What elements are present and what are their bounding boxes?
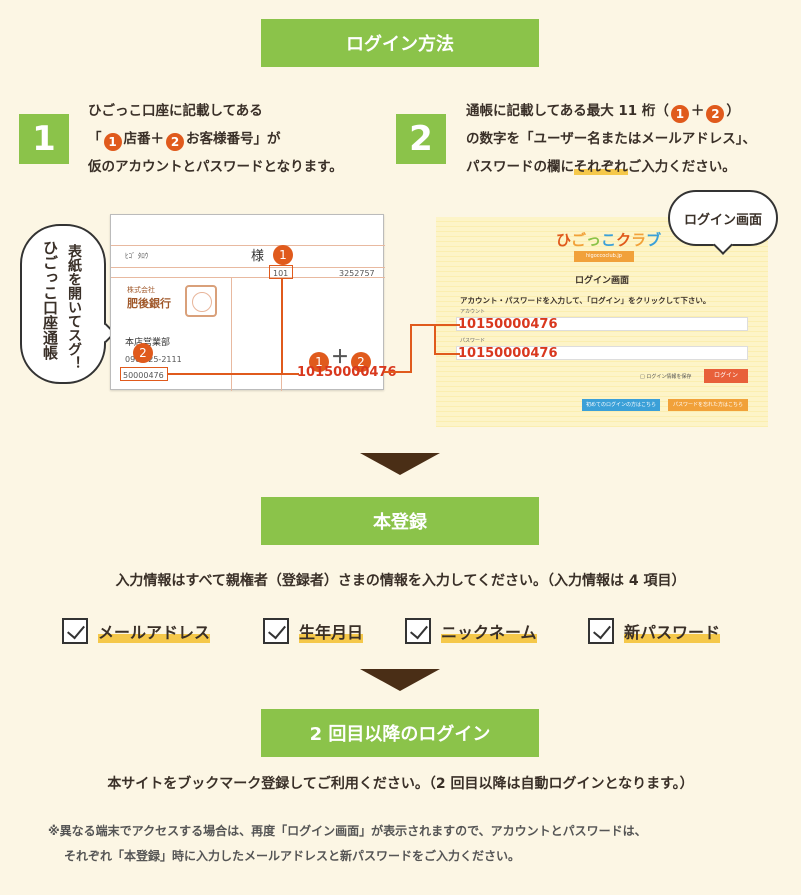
step2-line2: の数字を「ユーザー名またはメールアドレス」、 xyxy=(466,131,756,147)
login-title: ログイン画面 xyxy=(574,276,629,286)
bubble-text-col1: 表紙を開いてスグ！ xyxy=(66,244,82,370)
checklist-label: ニックネーム xyxy=(441,619,537,643)
section-banner-second-login: 2 回目以降のログイン xyxy=(261,709,539,757)
branch-highlight-box xyxy=(269,265,293,279)
circle-number-icon: 1 xyxy=(103,133,122,151)
section-banner-login-method: ログイン方法 xyxy=(261,19,539,67)
section-title: 本登録 xyxy=(373,512,427,533)
password-label: パスワード xyxy=(460,338,486,344)
marker-2-icon: 2 xyxy=(133,343,153,363)
boxed-number: 50000476 xyxy=(123,371,164,380)
first-time-login-button[interactable]: 初めてのログインの方はこちら xyxy=(582,399,660,411)
step2-text: 通帳に記載してある最大 11 桁（1＋2） の数字を「ユーザー名またはメールアド… xyxy=(466,97,756,181)
customer-number-highlight-box xyxy=(120,367,168,381)
bank-seal-icon xyxy=(185,285,217,317)
save-login-checkbox[interactable]: □ ログイン情報を保存 xyxy=(640,374,692,380)
connector-line xyxy=(410,324,412,373)
passbook-image: ﾋｺﾞ ﾀﾛｳ 様 101 3252757 株式会社 肥後銀行 本店営業部 09… xyxy=(110,214,397,391)
step2-line1: 通帳に記載してある最大 11 桁（1＋2） xyxy=(466,103,740,123)
speech-bubble-passbook: 表紙を開いてスグ！ ひごっこ口座通帳 xyxy=(20,224,106,384)
down-arrow-icon xyxy=(360,669,440,691)
second-login-description: 本サイトをブックマーク登録してご利用ください。（2 回目以降は自動ログインとなり… xyxy=(107,776,694,792)
section-title: 2 回目以降のログイン xyxy=(309,724,491,745)
circle-number-icon: 2 xyxy=(166,133,184,151)
account-label: アカウント xyxy=(460,309,486,315)
connector-line xyxy=(384,371,412,373)
step-number-1: 1 xyxy=(19,114,69,164)
step1-line3: 仮のアカウントとパスワードとなります。 xyxy=(88,159,343,175)
checklist-item-new-password: 新パスワード xyxy=(588,618,721,644)
combined-number: 10150000476 xyxy=(297,365,397,380)
bank-sub: 株式会社 xyxy=(127,286,155,294)
branch-number: 101 xyxy=(273,269,289,278)
branch-dept: 本店営業部 xyxy=(125,338,171,348)
login-screen-image: ひごっこクラブ higoccoclub.jp ログイン画面 アカウント・パスワー… xyxy=(436,217,768,427)
step2-line3: パスワードの欄にそれぞれご入力ください。 xyxy=(466,159,736,175)
section-banner-registration: 本登録 xyxy=(261,497,539,545)
account-value: 10150000476 xyxy=(458,317,558,332)
registration-description: 入力情報はすべて親権者（登録者）さまの情報を入力してください。（入力情報は 4 … xyxy=(115,573,686,589)
section-title: ログイン方法 xyxy=(346,34,454,55)
note-line-1: ※異なる端末でアクセスする場合は、再度「ログイン画面」が表示されますので、アカウ… xyxy=(48,824,647,838)
marker-1-icon: 1 xyxy=(273,245,293,265)
phone: 096-325-2111 xyxy=(125,355,182,364)
checkbox-icon xyxy=(263,618,289,644)
checklist-item-email: メールアドレス xyxy=(62,618,211,644)
note-line-2: それぞれ「本登録」時に入力したメールアドレスと新パスワードをご入力ください。 xyxy=(64,849,521,863)
site-logo: ひごっこクラブ xyxy=(556,231,662,249)
highlight-text: それぞれ xyxy=(573,159,628,175)
password-value: 10150000476 xyxy=(458,346,558,361)
checklist-label: メールアドレス xyxy=(98,619,211,643)
account-number: 3252757 xyxy=(339,269,375,278)
marker-2-icon: 2 xyxy=(351,352,371,372)
account-holder: ﾋｺﾞ ﾀﾛｳ xyxy=(125,252,149,260)
bubble-login-text: ログイン画面 xyxy=(683,212,762,228)
login-button[interactable]: ログイン xyxy=(704,369,748,383)
bubble-text-col2: ひごっこ口座通帳 xyxy=(41,240,59,360)
checklist-item-birthday: 生年月日 xyxy=(263,618,364,644)
sama-label: 様 xyxy=(251,249,265,264)
checklist-item-nickname: ニックネーム xyxy=(405,618,537,644)
marker-1-icon: 1 xyxy=(309,352,329,372)
step1-line1: ひごっこ口座に記載してある xyxy=(88,103,263,119)
forgot-password-button[interactable]: パスワードを忘れた方はこちら xyxy=(668,399,748,411)
checkbox-icon xyxy=(62,618,88,644)
login-instruction: アカウント・パスワードを入力して、「ログイン」をクリックして下さい。 xyxy=(460,296,711,305)
circle-number-icon: 2 xyxy=(706,105,725,123)
marker-combined: 1＋2 xyxy=(307,343,373,372)
checkbox-icon xyxy=(405,618,431,644)
circle-number-icon: 1 xyxy=(670,105,689,123)
site-url: higoccoclub.jp xyxy=(574,251,634,262)
checkbox-icon xyxy=(588,618,614,644)
checklist-label: 生年月日 xyxy=(299,619,364,643)
bank-name: 肥後銀行 xyxy=(127,297,171,310)
checklist-label: 新パスワード xyxy=(624,619,721,643)
step-number-2: 2 xyxy=(396,114,446,164)
down-arrow-icon xyxy=(360,453,440,475)
